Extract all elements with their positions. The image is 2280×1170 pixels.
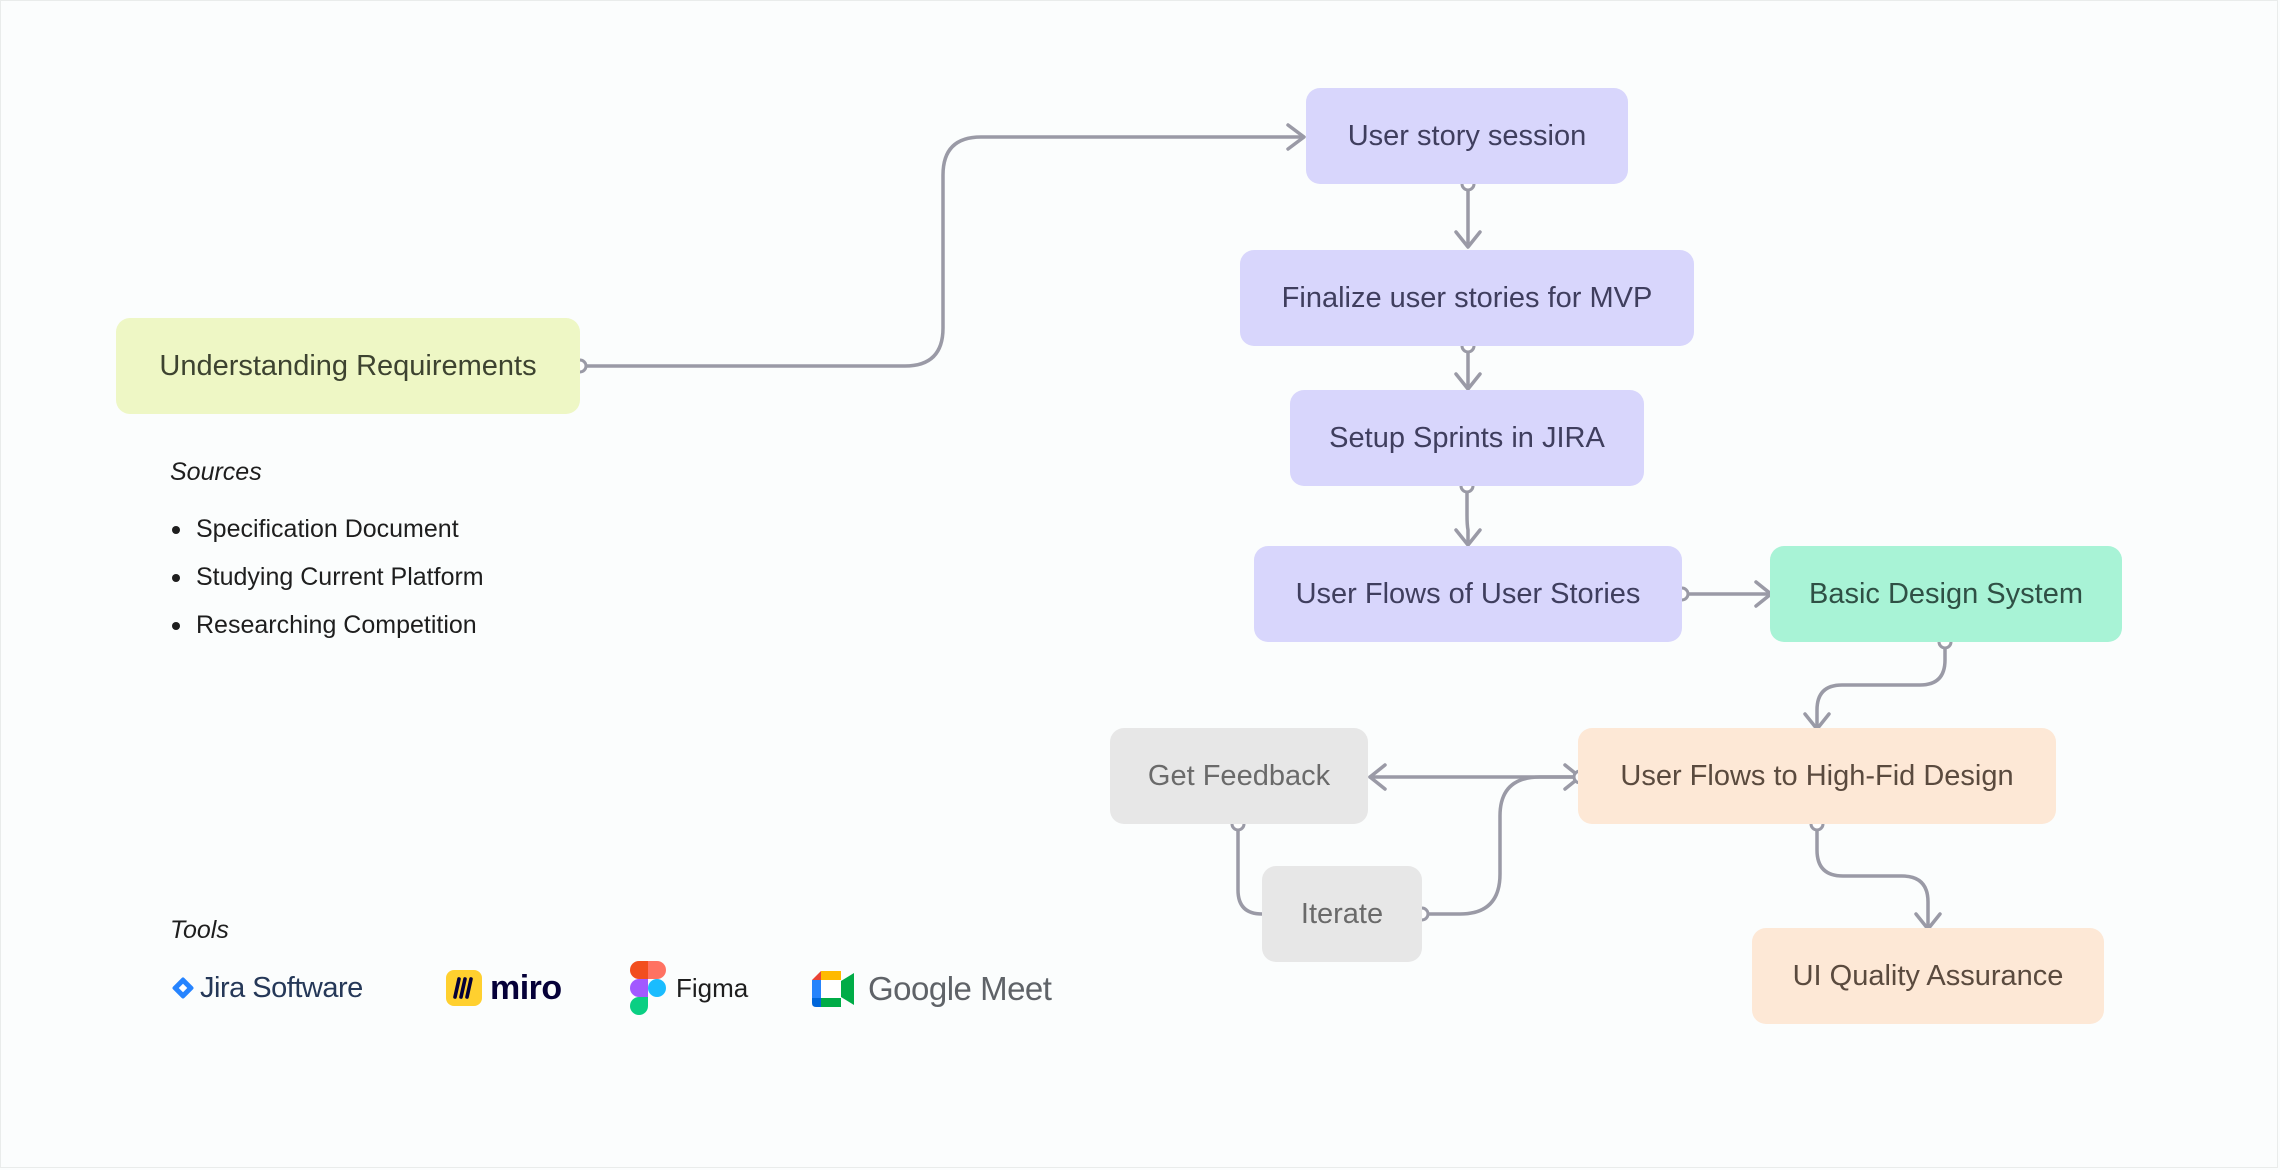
figma-icon bbox=[630, 961, 666, 1015]
tool-google-meet: Google Meet bbox=[812, 966, 1052, 1012]
connector-requirements-to-user-story bbox=[578, 135, 1304, 368]
node-label: UI Quality Assurance bbox=[1792, 959, 2064, 992]
sources-heading: Sources bbox=[170, 458, 262, 486]
node-label: Setup Sprints in JIRA bbox=[1329, 421, 1605, 454]
node-basic-design-system[interactable]: Basic Design System bbox=[1770, 546, 2122, 642]
tool-name: miro bbox=[490, 968, 562, 1007]
node-user-story-session[interactable]: User story session bbox=[1306, 88, 1628, 184]
google-meet-icon bbox=[812, 971, 854, 1007]
sources-list: Specification Document Studying Current … bbox=[170, 510, 484, 654]
miro-icon bbox=[446, 970, 482, 1006]
tool-name: Google Meet bbox=[868, 970, 1052, 1007]
jira-icon bbox=[170, 975, 196, 1001]
arrowhead bbox=[1454, 372, 1482, 391]
node-label: User Flows to High-Fid Design bbox=[1620, 759, 2014, 792]
list-item: Studying Current Platform bbox=[170, 558, 484, 606]
tool-figma: Figma bbox=[630, 960, 748, 1016]
list-item: Researching Competition bbox=[170, 606, 484, 654]
arrowhead bbox=[1454, 230, 1482, 249]
arrowhead bbox=[1368, 763, 1387, 791]
node-label: Get Feedback bbox=[1147, 759, 1331, 792]
node-user-flows-of-user-stories[interactable]: User Flows of User Stories bbox=[1254, 546, 1682, 642]
node-label: Understanding Requirements bbox=[159, 349, 537, 382]
connector-sprints-to-userflows bbox=[1465, 484, 1470, 544]
node-finalize-user-stories[interactable]: Finalize user stories for MVP bbox=[1240, 250, 1694, 346]
node-label: Finalize user stories for MVP bbox=[1281, 281, 1653, 314]
connector-iterate-to-highfid bbox=[1420, 775, 1579, 916]
connector-designsystem-to-highfid bbox=[1815, 640, 1947, 728]
node-label: User Flows of User Stories bbox=[1295, 577, 1641, 610]
list-item: Specification Document bbox=[170, 510, 484, 558]
node-label: User story session bbox=[1347, 119, 1587, 152]
node-ui-quality-assurance[interactable]: UI Quality Assurance bbox=[1752, 928, 2104, 1024]
node-get-feedback[interactable]: Get Feedback bbox=[1110, 728, 1368, 824]
tool-miro: miro bbox=[446, 966, 562, 1010]
tool-name: Jira Software bbox=[200, 971, 363, 1004]
connector-feedback-to-iterate bbox=[1236, 822, 1267, 916]
arrowhead bbox=[1286, 123, 1306, 151]
connector-highfid-to-qa bbox=[1815, 822, 1930, 928]
node-understanding-requirements[interactable]: Understanding Requirements bbox=[116, 318, 580, 414]
node-label: Basic Design System bbox=[1809, 577, 2083, 610]
tool-jira-software: Jira Software bbox=[170, 968, 363, 1008]
tools-heading: Tools bbox=[170, 916, 229, 944]
node-user-flows-high-fid[interactable]: User Flows to High-Fid Design bbox=[1578, 728, 2056, 824]
arrowhead bbox=[1454, 528, 1482, 547]
tool-name: Figma bbox=[676, 972, 749, 1003]
node-iterate[interactable]: Iterate bbox=[1262, 866, 1422, 962]
node-setup-sprints[interactable]: Setup Sprints in JIRA bbox=[1290, 390, 1644, 486]
node-label: Iterate bbox=[1300, 897, 1384, 930]
